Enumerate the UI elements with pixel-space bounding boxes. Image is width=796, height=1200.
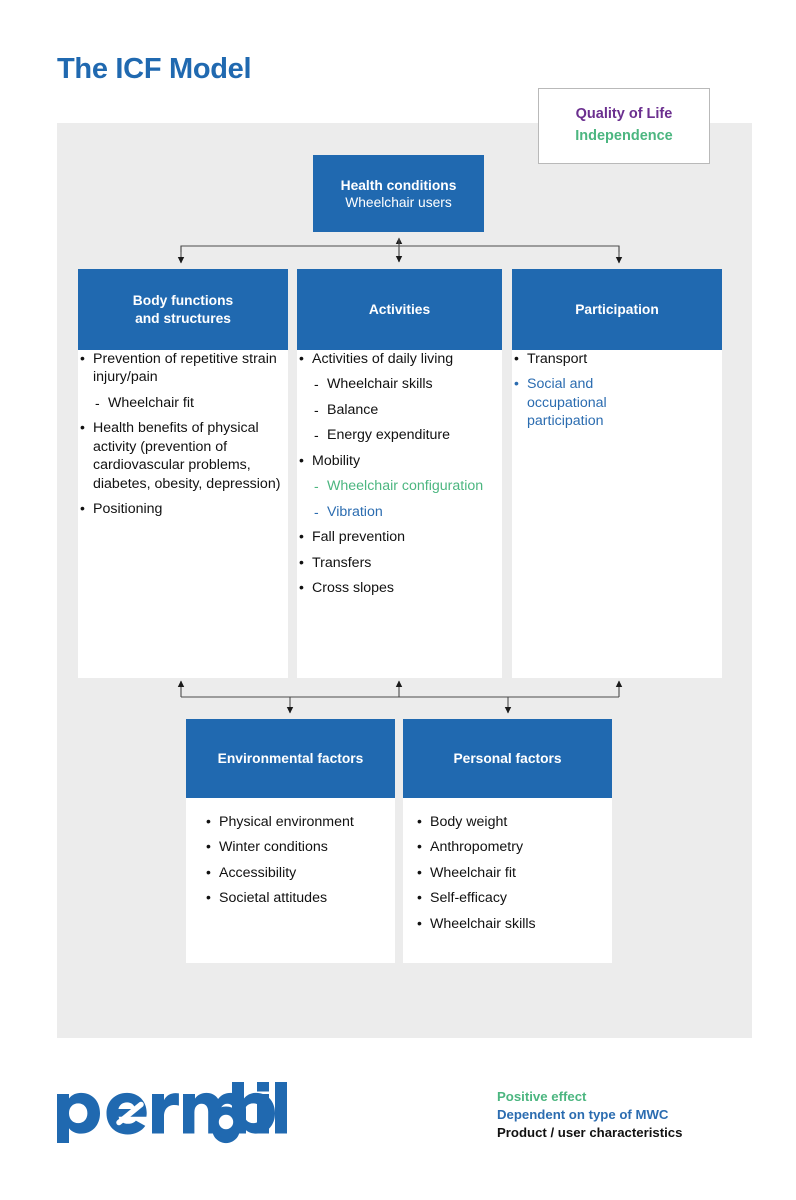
health-conditions-subtitle: Wheelchair users <box>345 194 452 210</box>
list-item: Wheelchair skills <box>297 375 502 394</box>
environmental-factors-card: Physical environment Winter conditions A… <box>186 798 395 963</box>
body-functions-card: Prevention of repetitive strain injury/p… <box>78 349 288 678</box>
list-item: Mobility <box>297 451 502 470</box>
body-functions-header-line1: Body functions <box>132 293 234 309</box>
health-conditions-title: Health conditions <box>340 177 457 193</box>
participation-card: Transport Social and occupational partic… <box>512 349 722 678</box>
legend: Positive effect Dependent on type of MWC… <box>497 1088 682 1143</box>
participation-header: Participation <box>512 269 722 350</box>
environmental-factors-header: Environmental factors <box>186 719 395 798</box>
legend-product-user-characteristics: Product / user characteristics <box>497 1125 683 1141</box>
list-item: Prevention of repetitive strain injury/p… <box>78 349 288 387</box>
quality-of-life-label: Quality of Life <box>575 106 673 123</box>
list-item: Self-efficacy <box>415 888 604 907</box>
participation-list: Transport Social and occupational partic… <box>512 349 722 431</box>
list-item: Vibration <box>297 503 502 522</box>
list-item: Wheelchair skills <box>415 914 604 933</box>
list-item: Balance <box>297 401 502 420</box>
personal-factors-header: Personal factors <box>403 719 612 798</box>
list-item: Fall prevention <box>297 527 502 546</box>
list-item: Wheelchair fit <box>415 863 604 882</box>
quality-of-life-callout: Quality of Life Independence <box>538 88 710 164</box>
legend-positive-effect: Positive effect <box>497 1089 587 1104</box>
permobil-logo <box>55 1082 287 1144</box>
list-item: Health benefits of physical activity (pr… <box>78 418 288 493</box>
list-item: Activities of daily living <box>297 349 502 368</box>
permobil-logo-icon <box>57 1082 287 1144</box>
list-item: Societal attitudes <box>204 888 387 907</box>
environmental-factors-list: Physical environment Winter conditions A… <box>186 798 395 908</box>
list-item: Positioning <box>78 499 288 518</box>
list-item: Anthropometry <box>415 837 604 856</box>
list-item: Accessibility <box>204 863 387 882</box>
body-functions-header: Body functions and structures <box>78 269 288 350</box>
list-item: Transfers <box>297 553 502 572</box>
list-item: Transport <box>512 349 722 368</box>
independence-label: Independence <box>575 128 673 144</box>
list-item: Wheelchair fit <box>78 394 288 413</box>
activities-card: Activities of daily living Wheelchair sk… <box>297 349 502 678</box>
list-item: Physical environment <box>204 812 387 831</box>
list-item: Social and occupational participation <box>512 374 637 430</box>
body-functions-list: Prevention of repetitive strain injury/p… <box>78 349 288 519</box>
list-item: Winter conditions <box>204 837 387 856</box>
personal-factors-list: Body weight Anthropometry Wheelchair fit… <box>403 798 612 933</box>
personal-factors-card: Body weight Anthropometry Wheelchair fit… <box>403 798 612 963</box>
legend-dependent-on-mwc: Dependent on type of MWC <box>497 1107 669 1123</box>
activities-header: Activities <box>297 269 502 350</box>
activities-list: Activities of daily living Wheelchair sk… <box>297 349 502 598</box>
page-title: The ICF Model <box>57 53 252 85</box>
list-item: Energy expenditure <box>297 426 502 445</box>
list-item: Wheelchair configuration <box>297 477 502 496</box>
health-conditions-box: Health conditions Wheelchair users <box>313 155 484 232</box>
list-item: Cross slopes <box>297 578 502 597</box>
body-functions-header-line2: and structures <box>135 310 231 326</box>
list-item: Body weight <box>415 812 604 831</box>
